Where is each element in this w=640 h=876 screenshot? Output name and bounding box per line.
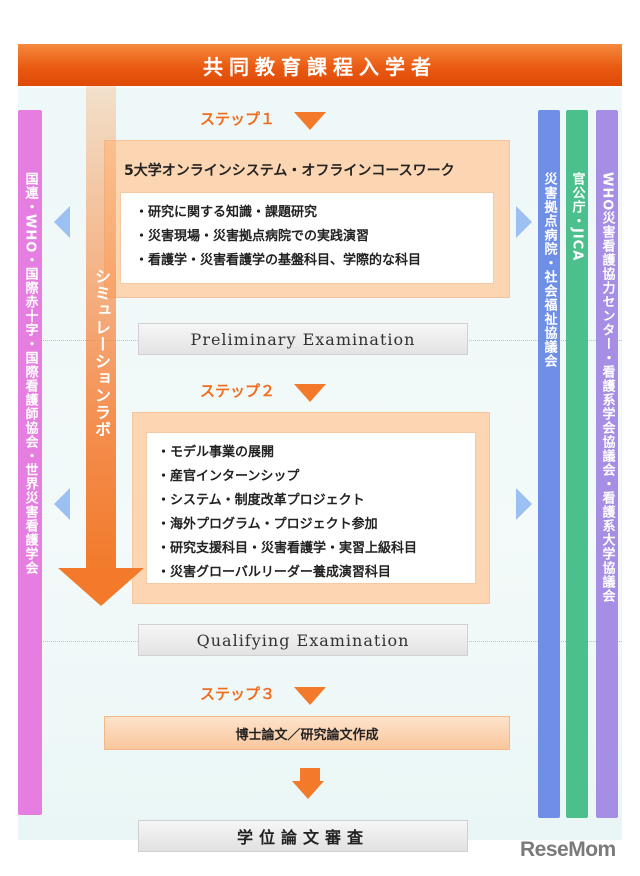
- list-item: ・産官インターンシップ: [157, 469, 300, 484]
- thesis-review-box: 学位論文審査: [138, 820, 468, 852]
- simulation-arrow-head-icon: [58, 568, 144, 606]
- list-item: ・看護学・災害看護学の基盤科目、学際的な科目: [135, 253, 422, 268]
- right-arrow-icon: [516, 206, 532, 238]
- admission-header: 共同教育課程入学者: [18, 44, 622, 86]
- right-arrow-icon: [516, 488, 532, 520]
- left-arrow-icon: [54, 488, 70, 520]
- list-item: ・システム・制度改革プロジェクト: [157, 493, 365, 508]
- down-arrow-icon: [294, 384, 326, 402]
- who-center-bar: WHO災害看護協力センター・看護系学会協議会・看護系大学協議会: [596, 110, 618, 818]
- list-item: ・災害現場・災害拠点病院での実践演習: [135, 229, 370, 244]
- simulation-lab-arrow: [86, 86, 116, 574]
- international-orgs-bar: 国連・WHO・国際赤十字・国際看護師協会・世界災害看護学会: [18, 110, 42, 815]
- government-jica-bar: 官公庁・JICA: [566, 110, 588, 818]
- list-item: ・モデル事業の展開: [157, 445, 275, 460]
- final-arrow-stem: [300, 768, 320, 782]
- down-arrow-icon: [294, 112, 326, 130]
- coursework-title: 5大学オンラインシステム・オフラインコースワーク: [124, 163, 455, 179]
- international-orgs-label: 国連・WHO・国際赤十字・国際看護師協会・世界災害看護学会: [22, 172, 38, 576]
- list-item: ・海外プログラム・プロジェクト参加: [157, 517, 378, 532]
- resemom-logo: ReseMom: [520, 838, 616, 861]
- who-center-label: WHO災害看護協力センター・看護系学会協議会・看護系大学協議会: [599, 172, 615, 604]
- disaster-hospital-bar: 災害拠点病院・社会福祉協議会: [538, 110, 560, 818]
- down-arrow-icon: [292, 781, 324, 799]
- practice-list: ・モデル事業の展開 ・産官インターンシップ ・システム・制度改革プロジェクト ・…: [146, 432, 476, 584]
- simulation-lab-label: シミュレーションラボ: [92, 268, 111, 438]
- coursework-list: ・研究に関する知識・課題研究 ・災害現場・災害拠点病院での実践演習 ・看護学・災…: [120, 192, 494, 284]
- step3-label: ステップ３: [200, 685, 276, 703]
- thesis-box: 博士論文／研究論文作成: [104, 716, 510, 750]
- government-jica-label: 官公庁・JICA: [569, 172, 585, 262]
- down-arrow-icon: [294, 687, 326, 705]
- qualifying-exam: Qualifying Examination: [138, 624, 468, 656]
- list-item: ・研究支援科目・災害看護学・実習上級科目: [157, 541, 418, 556]
- step2-label: ステップ２: [200, 382, 276, 400]
- step1-label: ステップ１: [200, 110, 276, 128]
- preliminary-exam: Preliminary Examination: [138, 323, 468, 355]
- left-arrow-icon: [54, 206, 70, 238]
- disaster-hospital-label: 災害拠点病院・社会福祉協議会: [541, 172, 557, 368]
- list-item: ・研究に関する知識・課題研究: [135, 205, 318, 220]
- list-item: ・災害グローバルリーダー養成演習科目: [157, 565, 391, 580]
